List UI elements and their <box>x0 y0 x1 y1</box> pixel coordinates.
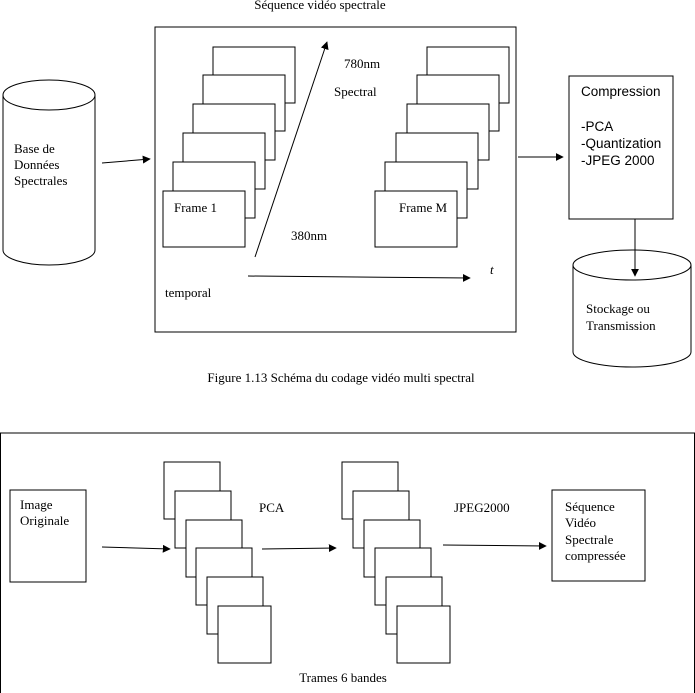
database-label-line2: Données <box>14 157 60 172</box>
result-label-line2: Vidéo <box>565 515 596 530</box>
original-image-box: Image Originale <box>9 489 87 583</box>
compression-item-quantization: -Quantization <box>581 136 661 151</box>
label-pca: PCA <box>259 500 285 515</box>
arrow-image-to-bands <box>101 544 171 553</box>
label-t: t <box>490 262 494 277</box>
arrow-pca <box>261 544 337 553</box>
band-stack-pca <box>341 461 451 664</box>
result-label-line1: Séquence <box>565 499 615 514</box>
figure2-bottom-label: Trames 6 bandes <box>299 670 387 685</box>
compression-item-pca: -PCA <box>581 119 613 134</box>
compression-item-jpeg: -JPEG 2000 <box>581 153 655 168</box>
temporal-axis-arrow <box>247 273 471 282</box>
label-jpeg2000: JPEG2000 <box>454 500 510 515</box>
original-image-label-line2: Originale <box>20 513 69 528</box>
frame-stack-1: Frame 1 <box>162 46 296 248</box>
database-label-line1: Base de <box>14 141 55 156</box>
storage-label-line1: Stockage ou <box>586 301 650 316</box>
original-image-label-line1: Image <box>20 497 53 512</box>
storage-label-line2: Transmission <box>586 318 656 333</box>
database-cylinder: Base de Données Spectrales <box>2 79 96 266</box>
arrow-jpeg2000 <box>442 541 547 550</box>
result-label-line4: compressée <box>565 548 626 563</box>
compression-title: Compression <box>581 84 661 99</box>
database-label-line3: Spectrales <box>14 173 67 188</box>
frame-stack-m: Frame M <box>374 46 510 248</box>
label-temporal: temporal <box>165 285 212 300</box>
figure1-top-title: Séquence vidéo spectrale <box>254 0 386 12</box>
label-spectral: Spectral <box>334 84 377 99</box>
label-380nm: 380nm <box>291 228 327 243</box>
band-stack-original <box>163 461 272 664</box>
figure1-caption: Figure 1.13 Schéma du codage vidéo multi… <box>207 370 475 385</box>
result-label-line3: Spectrale <box>565 532 614 547</box>
frame-1-label: Frame 1 <box>174 200 217 215</box>
compressed-sequence-box: Séquence Vidéo Spectrale compressée <box>551 489 646 582</box>
storage-cylinder: Stockage ou Transmission <box>572 249 692 368</box>
frame-m-label: Frame M <box>399 200 447 215</box>
arrow-database-to-sequence <box>101 155 151 164</box>
spectral-axis-arrow <box>254 41 329 258</box>
label-780nm: 780nm <box>344 56 380 71</box>
compression-box: Compression -PCA -Quantization -JPEG 200… <box>568 75 674 220</box>
